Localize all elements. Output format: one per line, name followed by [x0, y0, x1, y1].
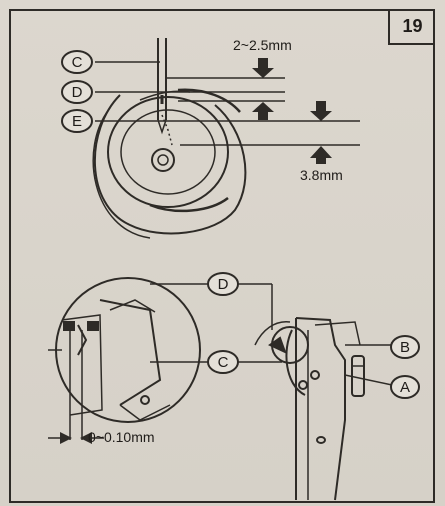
needle-path-dotted: [161, 114, 173, 146]
figure-bottom-clearance-diagram: [48, 277, 393, 501]
callout-d-top: D: [72, 84, 83, 101]
callout-b: B: [400, 339, 410, 356]
set-screw-2: [310, 370, 320, 380]
bobbin-case-inner: [120, 109, 216, 195]
arrow-down-height: [310, 101, 332, 121]
housing-top-flange: [314, 321, 361, 346]
bobbin-hub: [151, 148, 175, 172]
callout-c-top-bubble: [61, 50, 93, 74]
arrow-down-gap: [252, 58, 274, 78]
mag-clearance-marker: [77, 324, 88, 356]
arrow-up-gap: [252, 102, 274, 120]
bobbin-case-outer: [107, 96, 229, 208]
bobbin-hub-center: [157, 154, 169, 166]
arrow-up-height: [310, 146, 332, 164]
thread-curve: [254, 321, 291, 346]
shaft-housing-outline: [295, 317, 346, 501]
hook-rim: [92, 107, 151, 239]
dim-arrows-top: [252, 58, 332, 164]
mag-left-plate: [61, 314, 103, 416]
mag-pin-left: [63, 321, 75, 331]
set-screw-1: [298, 380, 308, 390]
hook-outer-race: [94, 94, 247, 235]
callout-c-bottom-bubble: [207, 350, 239, 374]
callout-b-bubble: [390, 335, 420, 359]
hook-tail: [149, 196, 229, 213]
set-screw-3: [316, 436, 326, 444]
hook-point: [177, 88, 241, 113]
callout-c-top: C: [72, 54, 83, 71]
callout-a: A: [400, 379, 410, 396]
callout-d-bottom-bubble: [207, 272, 239, 296]
callout-a-bubble: [390, 375, 420, 399]
mag-pin-right: [87, 321, 99, 331]
callout-d-top-bubble: [61, 80, 93, 104]
mag-screw: [140, 395, 150, 405]
callouts-bottom: D C B A 0~0.10mm: [88, 272, 420, 445]
mag-hook-body: [99, 299, 162, 406]
callout-c-bottom: C: [218, 354, 229, 371]
dim-height-label: 3.8mm: [300, 167, 343, 183]
figure-top-hook-diagram: [92, 38, 360, 239]
mag-hook-bottom: [119, 404, 171, 421]
mag-hook-top: [109, 299, 156, 313]
callout-e-top: E: [72, 113, 82, 130]
page-number: 19: [388, 9, 435, 45]
callout-e-top-bubble: [61, 109, 93, 133]
dim-gap-label: 2~2.5mm: [233, 37, 292, 53]
screw-a-body: [351, 355, 365, 397]
dim-clearance-label: 0~0.10mm: [88, 429, 155, 445]
hook-race-right: [285, 329, 306, 396]
callout-d-bottom: D: [218, 276, 229, 293]
callouts-top: C D E 2~2.5mm 3.8mm: [61, 37, 343, 183]
needle-tip: [157, 119, 167, 135]
page-frame: [9, 9, 435, 503]
hook-point-right: [268, 336, 287, 354]
